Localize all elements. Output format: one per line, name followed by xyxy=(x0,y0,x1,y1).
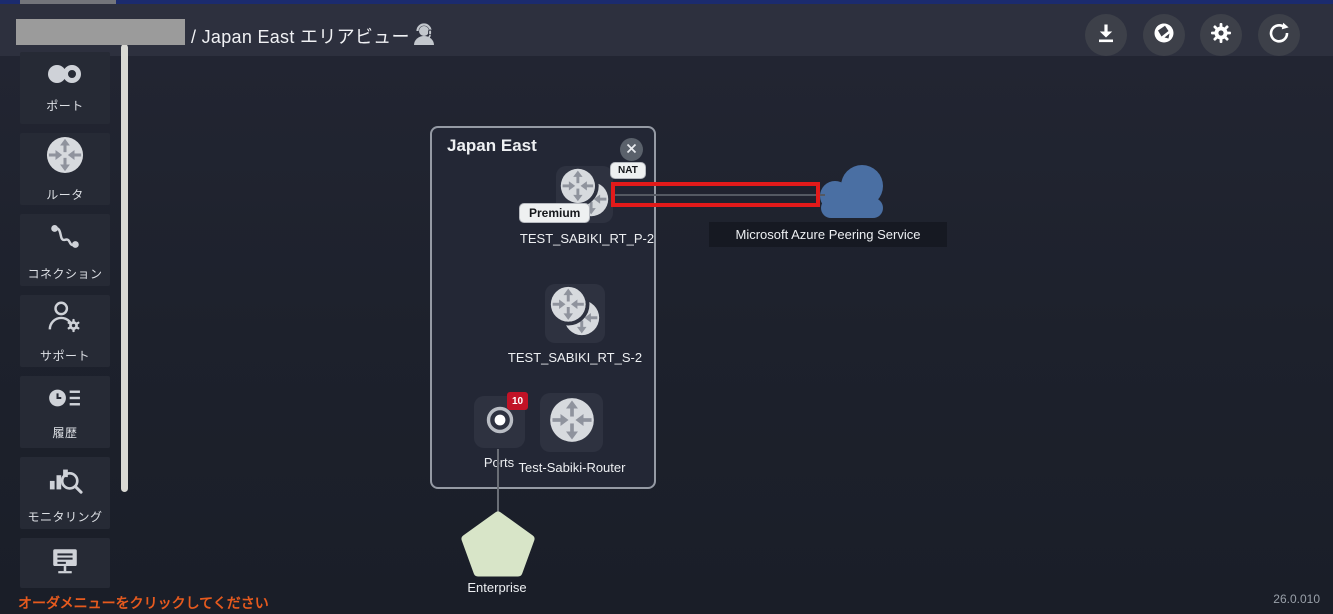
group-title: Japan East xyxy=(447,136,537,155)
sidebar-item-ports[interactable]: ポート xyxy=(20,52,110,124)
sidebar-item-router[interactable]: ルータ xyxy=(20,133,110,205)
breadcrumb: / Japan East エリアビュー xyxy=(191,27,410,47)
download-icon xyxy=(1094,21,1118,50)
ports-count-badge: 10 xyxy=(507,392,528,410)
enterprise-pentagon-icon[interactable] xyxy=(459,509,537,584)
sidebar-item-label: ルータ xyxy=(46,187,84,202)
connection-line-azure[interactable] xyxy=(613,194,825,196)
connection-icon xyxy=(46,219,84,258)
order-menu-hint: オーダメニューをクリックしてください xyxy=(18,595,269,611)
node-label-azure: Microsoft Azure Peering Service xyxy=(735,227,921,242)
sidebar-item-support[interactable]: サポート xyxy=(20,295,110,367)
support-icon xyxy=(45,299,85,340)
ports-icon xyxy=(46,63,84,90)
sidebar-item-connection[interactable]: コネクション xyxy=(20,214,110,286)
premium-badge: Premium xyxy=(519,203,591,223)
sidebar-item-order-menu[interactable] xyxy=(20,538,110,588)
port-dot-icon xyxy=(484,404,516,441)
refresh-button[interactable] xyxy=(1258,14,1300,56)
redacted-breadcrumb-segment xyxy=(16,19,185,45)
router-pair-icon xyxy=(547,283,602,343)
support-agent-icon xyxy=(411,21,437,52)
globe-icon xyxy=(1152,21,1176,50)
group-close-button[interactable] xyxy=(620,138,643,161)
monitoring-icon xyxy=(45,462,85,501)
top-accent-line xyxy=(0,0,1333,4)
sidebar-item-label: 履歴 xyxy=(52,425,78,440)
sidebar-scrollbar[interactable] xyxy=(121,44,128,492)
node-label-router-p2: TEST_SABIKI_RT_P-2 xyxy=(519,231,655,246)
node-label-enterprise: Enterprise xyxy=(467,580,527,595)
node-label-ports: Ports xyxy=(483,455,515,470)
connection-line-enterprise[interactable] xyxy=(497,449,499,513)
sidebar-item-label: ポート xyxy=(46,98,84,113)
history-icon xyxy=(46,384,84,417)
redacted-tab-strip xyxy=(20,0,116,4)
settings-button[interactable] xyxy=(1200,14,1242,56)
highlight-annotation-rect xyxy=(611,182,820,207)
node-router-single[interactable] xyxy=(540,393,603,452)
azure-label-band: Microsoft Azure Peering Service xyxy=(709,222,947,247)
router-icon xyxy=(46,136,84,179)
refresh-icon xyxy=(1267,21,1291,50)
sidebar-item-label: モニタリング xyxy=(27,509,103,524)
gear-icon xyxy=(1209,21,1233,50)
node-label-router-single: Test-Sabiki-Router xyxy=(518,460,626,475)
close-icon xyxy=(626,141,637,159)
azure-cloud-icon[interactable] xyxy=(810,160,894,227)
version-text: 26.0.010 xyxy=(1273,592,1320,606)
sidebar-item-history[interactable]: 履歴 xyxy=(20,376,110,448)
router-icon xyxy=(549,397,595,448)
sidebar-item-label: サポート xyxy=(39,348,90,363)
nat-badge: NAT xyxy=(610,162,646,179)
node-router-s2[interactable] xyxy=(545,283,605,343)
order-board-icon xyxy=(47,545,83,582)
download-button[interactable] xyxy=(1085,14,1127,56)
sidebar-item-label: コネクション xyxy=(27,266,103,281)
node-label-router-s2: TEST_SABIKI_RT_S-2 xyxy=(507,350,643,365)
globe-button[interactable] xyxy=(1143,14,1185,56)
sidebar-item-monitoring[interactable]: モニタリング xyxy=(20,457,110,529)
